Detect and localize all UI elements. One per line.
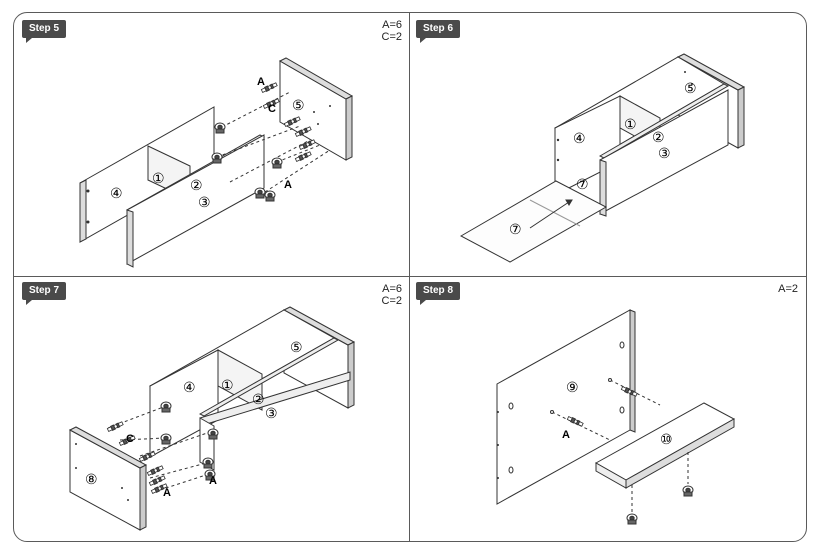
count-a: A=2 — [778, 283, 798, 295]
part-label-3: ③ — [265, 405, 278, 421]
panel-7 — [459, 180, 608, 263]
part-label-9: ⑨ — [566, 379, 579, 395]
hardware-label-a: A — [163, 487, 171, 499]
step-8-diagram — [496, 309, 736, 525]
count-c: C=2 — [381, 31, 403, 43]
hardware-label-a: A — [257, 76, 265, 88]
part-label-5: ⑤ — [290, 339, 303, 355]
part-label-3: ③ — [198, 194, 211, 210]
hardware-label-a: A — [562, 429, 570, 441]
instruction-frame — [13, 12, 807, 542]
part-label-1: ① — [221, 377, 234, 393]
part-label-7: ⑦ — [576, 176, 589, 192]
step-6-diagram — [459, 53, 746, 263]
hardware-label-c: C — [126, 433, 134, 445]
part-label-1: ① — [152, 170, 165, 186]
part-label-8: ⑧ — [85, 471, 98, 487]
count-c: C=2 — [381, 295, 403, 307]
horizontal-divider — [13, 276, 807, 277]
hardware-label-a: A — [284, 179, 292, 191]
part-label-1: ① — [624, 116, 637, 132]
part-label-4: ④ — [110, 185, 123, 201]
step-7-hardware-counts: A=6 C=2 — [382, 283, 403, 307]
hardware-label-a: A — [209, 475, 217, 487]
step-5-diagram — [79, 57, 354, 268]
part-label-10: ⑩ — [660, 431, 673, 447]
part-label-2: ② — [190, 177, 203, 193]
part-label-5: ⑤ — [684, 80, 697, 96]
panel-2 — [198, 337, 340, 417]
count-a: A=6 — [382, 283, 402, 295]
part-label-5: ⑤ — [292, 97, 305, 113]
step-8-badge: Step 8 — [416, 282, 461, 305]
panel-2 — [598, 83, 730, 159]
count-a: A=6 — [382, 19, 402, 31]
step-7-diagram — [68, 306, 356, 531]
part-label-4: ④ — [573, 130, 586, 146]
panel-1 — [217, 349, 263, 411]
step-5-badge: Step 5 — [22, 20, 67, 43]
part-label-2: ② — [252, 391, 265, 407]
step-8-hardware-counts: A=2 — [778, 283, 798, 295]
step-5-hardware-counts: A=6 C=2 — [382, 19, 403, 43]
vertical-divider — [409, 12, 410, 542]
hardware-label-c: C — [268, 103, 276, 115]
step-7-badge: Step 7 — [22, 282, 67, 305]
part-label-3: ③ — [658, 145, 671, 161]
step-6-badge: Step 6 — [416, 20, 461, 43]
part-label-4: ④ — [183, 379, 196, 395]
part-label-2: ② — [652, 129, 665, 145]
part-label-7: ⑦ — [509, 221, 522, 237]
